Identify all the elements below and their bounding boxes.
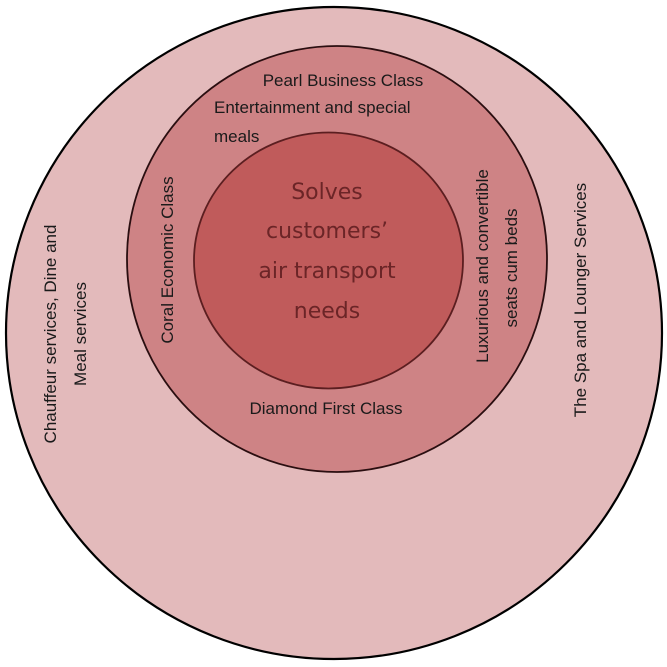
diamond-first-class-label: Diamond First Class	[249, 399, 402, 418]
core-label: Solves customers’ air transport needs	[258, 180, 396, 324]
core-line: customers’	[266, 219, 388, 244]
inner-circle	[193, 131, 464, 390]
luxurious-seats-label-line2: seats cum beds	[502, 208, 521, 327]
luxurious-seats-label-line1: Luxurious and convertible	[473, 169, 492, 363]
coral-economic-class-label: Coral Economic Class	[158, 176, 177, 343]
core-line: Solves	[291, 180, 363, 205]
spa-lounger-services-label: The Spa and Lounger Services	[571, 183, 590, 417]
core-line: air transport	[258, 259, 396, 284]
entertainment-label-line1: Entertainment and special	[214, 98, 411, 117]
chauffeur-services-label-line2: Meal services	[71, 282, 90, 386]
pearl-business-class-label: Pearl Business Class	[263, 71, 424, 90]
chauffeur-services-label-line1: Chauffeur services, Dine and	[41, 225, 60, 444]
core-line: needs	[294, 299, 360, 324]
entertainment-label-line2: meals	[214, 127, 259, 146]
